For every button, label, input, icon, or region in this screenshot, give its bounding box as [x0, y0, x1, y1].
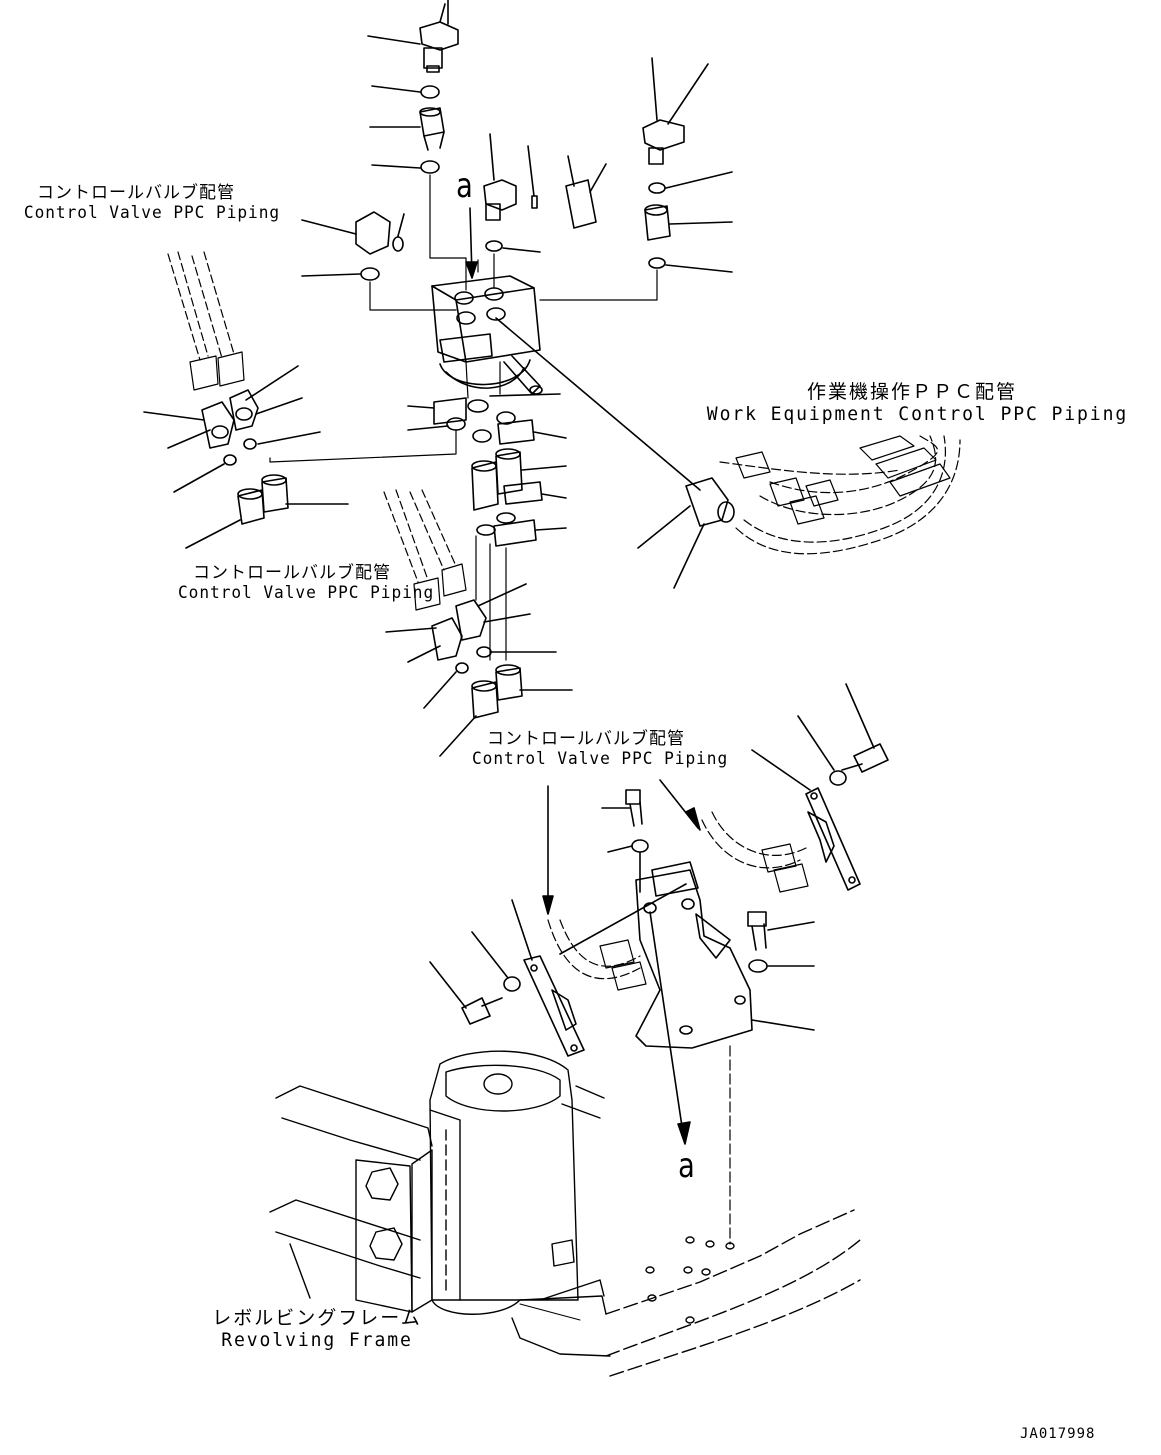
- arrow-a-top: [465, 207, 478, 279]
- label-jp: コントロールバルブ配管: [487, 729, 685, 749]
- bracket-bolt-right: [747, 911, 815, 973]
- assembly-lines-top: [369, 174, 658, 311]
- o-ring-4: [648, 257, 733, 273]
- adapter-fitting-1: [419, 107, 445, 151]
- straight-connector: [565, 155, 607, 229]
- left-hose-pair: [167, 251, 245, 391]
- bracket-bolt-top-left: [601, 789, 649, 893]
- label-control-valve-piping-low: コントロールバルブ配管 Control Valve PPC Piping: [466, 729, 729, 769]
- left-clamp-plate: [511, 899, 585, 1057]
- o-ring-5: [485, 240, 541, 253]
- label-en: Control Valve PPC Piping: [23, 202, 281, 223]
- left-check-valves: [185, 474, 349, 549]
- right-clamp-plate: [751, 749, 861, 891]
- small-elbow-fitting: [483, 133, 517, 221]
- o-ring-1: [420, 85, 440, 99]
- check-valve-fittings: [471, 448, 567, 511]
- work-equipment-hose-bundle: [719, 435, 961, 555]
- label-jp: 作業機操作ＰＰＣ配管: [806, 381, 1017, 403]
- small-pin: [527, 145, 538, 209]
- clamped-hoses: [547, 811, 809, 991]
- callout-a-top: a: [456, 166, 473, 206]
- left-swivel-fittings: [143, 365, 321, 493]
- label-control-valve-piping-mid: コントロールバルブ配管 Control Valve PPC Piping: [172, 563, 435, 603]
- center-check-valves: [439, 664, 573, 757]
- revolving-frame: [269, 1050, 861, 1377]
- gasket-plate-1: [407, 393, 561, 425]
- document-id: JA017998: [1020, 1426, 1096, 1442]
- left-upper-elbow: [301, 211, 405, 255]
- main-mounting-bracket: [559, 861, 815, 1049]
- label-jp: コントロールバルブ配管: [37, 183, 235, 203]
- label-en: Work Equipment Control PPC Piping: [706, 402, 1129, 425]
- leader-lines-top-stack: [367, 35, 421, 169]
- o-ring-2: [420, 160, 440, 174]
- label-jp: レボルビングフレーム: [212, 1307, 422, 1329]
- callout-a-bottom: a: [678, 1146, 695, 1186]
- label-control-valve-piping-top: コントロールバルブ配管 Control Valve PPC Piping: [18, 183, 281, 223]
- right-side-fitting: [637, 477, 735, 589]
- bracket-bolt-top-right: [797, 683, 889, 786]
- label-revolving-frame: レボルビングフレーム Revolving Frame: [212, 1307, 422, 1352]
- assembly-lines-center: [269, 361, 507, 661]
- adapter-fitting-2: [644, 204, 733, 241]
- ppc-valve-block: [431, 275, 543, 395]
- right-elbow-fitting: [642, 57, 709, 165]
- label-work-equipment-piping: 作業機操作ＰＰＣ配管 Work Equipment Control PPC Pi…: [696, 381, 1129, 426]
- label-en: Revolving Frame: [221, 1328, 413, 1351]
- arrow-a-bottom: [649, 911, 731, 1245]
- gasket-plate-2: [407, 411, 567, 445]
- center-swivel-fittings: [385, 583, 557, 709]
- bracket-bolt-left: [429, 931, 521, 1025]
- arrow-lower-label: [542, 779, 701, 915]
- lower-gasket-plate: [476, 512, 567, 547]
- valve-long-leader: [495, 317, 701, 491]
- top-elbow-fitting: [419, 0, 459, 73]
- o-ring-3: [648, 171, 733, 194]
- label-en: Control Valve PPC Piping: [472, 748, 729, 769]
- o-ring-6: [301, 267, 380, 281]
- label-en: Control Valve PPC Piping: [178, 582, 435, 603]
- center-hose-pair: [383, 489, 467, 611]
- label-jp: コントロールバルブ配管: [193, 563, 391, 583]
